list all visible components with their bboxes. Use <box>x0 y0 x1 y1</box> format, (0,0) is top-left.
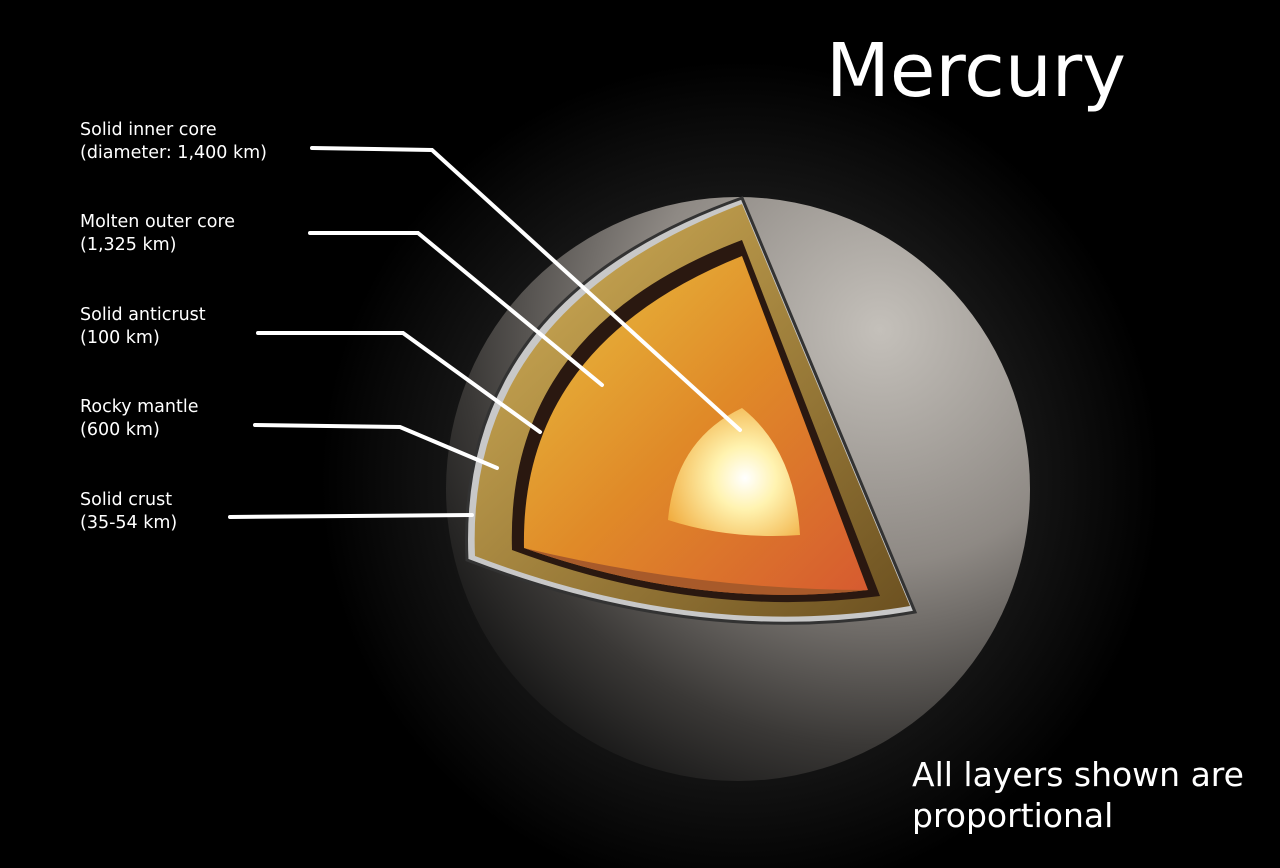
leader-line-mantle <box>253 423 499 470</box>
proportional-note: All layers shown are proportional <box>912 754 1244 836</box>
label-inner-core: Solid inner core (diameter: 1,400 km) <box>80 119 267 165</box>
label-detail: (diameter: 1,400 km) <box>80 143 267 163</box>
inner-core <box>668 408 800 536</box>
label-outer-core: Molten outer core (1,325 km) <box>80 211 235 257</box>
label-crust: Solid crust (35-54 km) <box>80 489 177 535</box>
label-detail: (1,325 km) <box>80 235 177 255</box>
diagram-title: Mercury <box>826 28 1126 114</box>
label-name: Solid crust <box>80 490 173 510</box>
leader-line-anticrust <box>256 331 542 434</box>
label-anticrust: Solid anticrust (100 km) <box>80 304 206 350</box>
note-line-1: All layers shown are <box>912 755 1244 794</box>
label-detail: (35-54 km) <box>80 513 178 533</box>
leader-lines <box>228 146 742 519</box>
label-name: Solid inner core <box>80 120 217 140</box>
outer-core-floor <box>524 548 868 595</box>
leader-line-crust <box>228 513 474 519</box>
note-line-2: proportional <box>912 796 1114 835</box>
label-detail: (600 km) <box>80 420 160 440</box>
leader-line-inner-core <box>310 146 742 432</box>
label-name: Rocky mantle <box>80 397 199 417</box>
label-name: Molten outer core <box>80 212 236 232</box>
label-detail: (100 km) <box>80 328 160 348</box>
label-mantle: Rocky mantle (600 km) <box>80 396 198 442</box>
leader-line-outer-core <box>308 231 604 387</box>
label-name: Solid anticrust <box>80 305 206 325</box>
